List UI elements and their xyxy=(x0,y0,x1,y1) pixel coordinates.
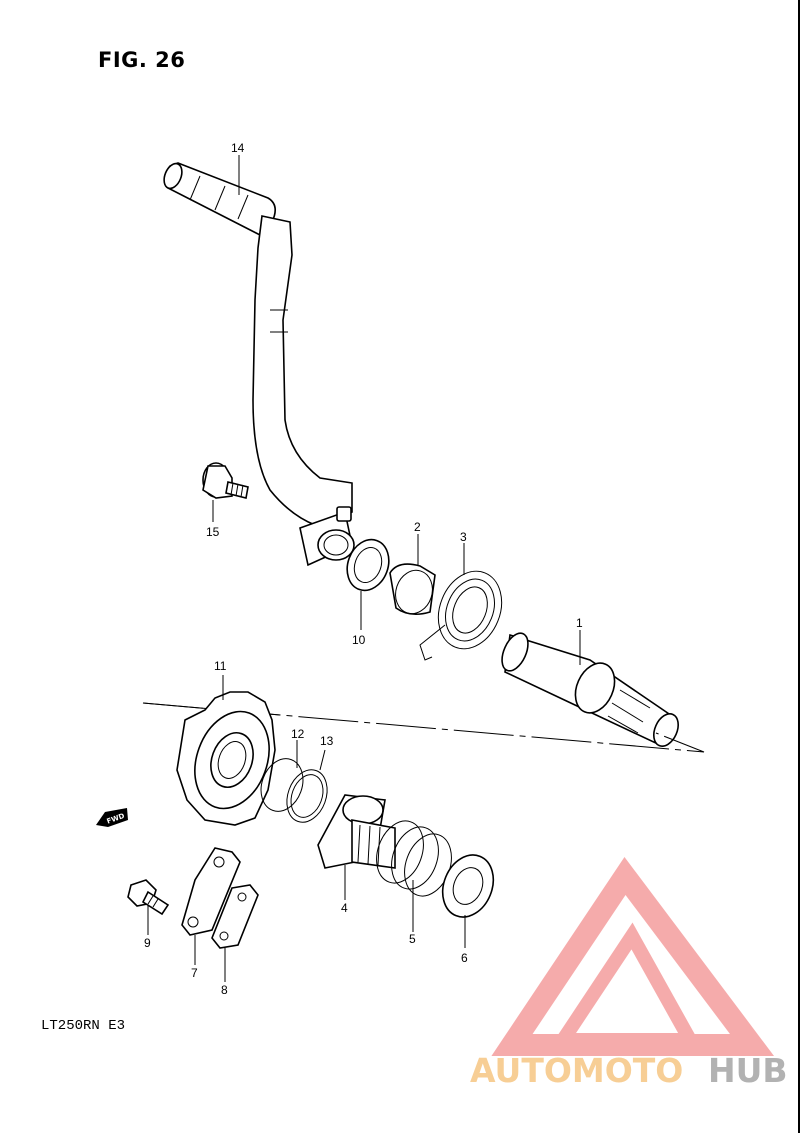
watermark-triangle-inner xyxy=(549,922,702,1047)
bolt-part-9 xyxy=(127,879,170,916)
washer-part-6 xyxy=(441,854,495,918)
callout-3: 3 xyxy=(460,530,467,544)
guide-part-2 xyxy=(389,563,436,616)
washer-part-13 xyxy=(286,769,328,823)
callout-10: 10 xyxy=(352,633,366,647)
stopper-plate-part-7 xyxy=(181,847,241,936)
callout-13: 13 xyxy=(320,734,334,748)
watermark-text-automoto: AUTOMOTO xyxy=(470,1051,683,1090)
forward-direction-arrow: FWD xyxy=(96,808,128,827)
watermark-logo: AUTOMOTO HUB xyxy=(470,856,788,1090)
callout-14: 14 xyxy=(231,141,245,155)
callout-4: 4 xyxy=(341,901,348,915)
figure-title: FIG. 26 xyxy=(98,48,186,72)
callout-8: 8 xyxy=(221,983,228,997)
watermark-triangle-outer xyxy=(491,856,775,1056)
return-spring-part-3 xyxy=(419,570,503,661)
callout-1: 1 xyxy=(576,616,583,630)
assembly-center-line xyxy=(142,702,705,753)
callout-12: 12 xyxy=(291,727,305,741)
kick-gear-part-11 xyxy=(176,691,276,826)
kick-shaft-part-1 xyxy=(501,632,679,747)
ratchet-part-4 xyxy=(317,794,396,869)
callout-11: 11 xyxy=(214,659,227,673)
callout-7: 7 xyxy=(191,966,198,980)
kick-lever-part-14 xyxy=(163,162,355,567)
model-code: LT250RN E3 xyxy=(41,1018,126,1034)
watermark-text-hub: HUB xyxy=(708,1051,788,1090)
bolt-part-15 xyxy=(202,462,249,499)
stopper-plate-part-8 xyxy=(211,884,259,949)
callout-15: 15 xyxy=(206,525,220,539)
callout-5: 5 xyxy=(409,932,416,946)
callout-numbers: 14 15 10 2 3 1 11 12 13 4 5 6 7 8 9 xyxy=(144,141,583,997)
callout-9: 9 xyxy=(144,936,151,950)
callout-6: 6 xyxy=(461,951,468,965)
circlip-part-12 xyxy=(260,758,304,812)
seal-part-10 xyxy=(346,538,390,592)
leader-lines xyxy=(147,155,581,982)
callout-2: 2 xyxy=(414,520,421,534)
